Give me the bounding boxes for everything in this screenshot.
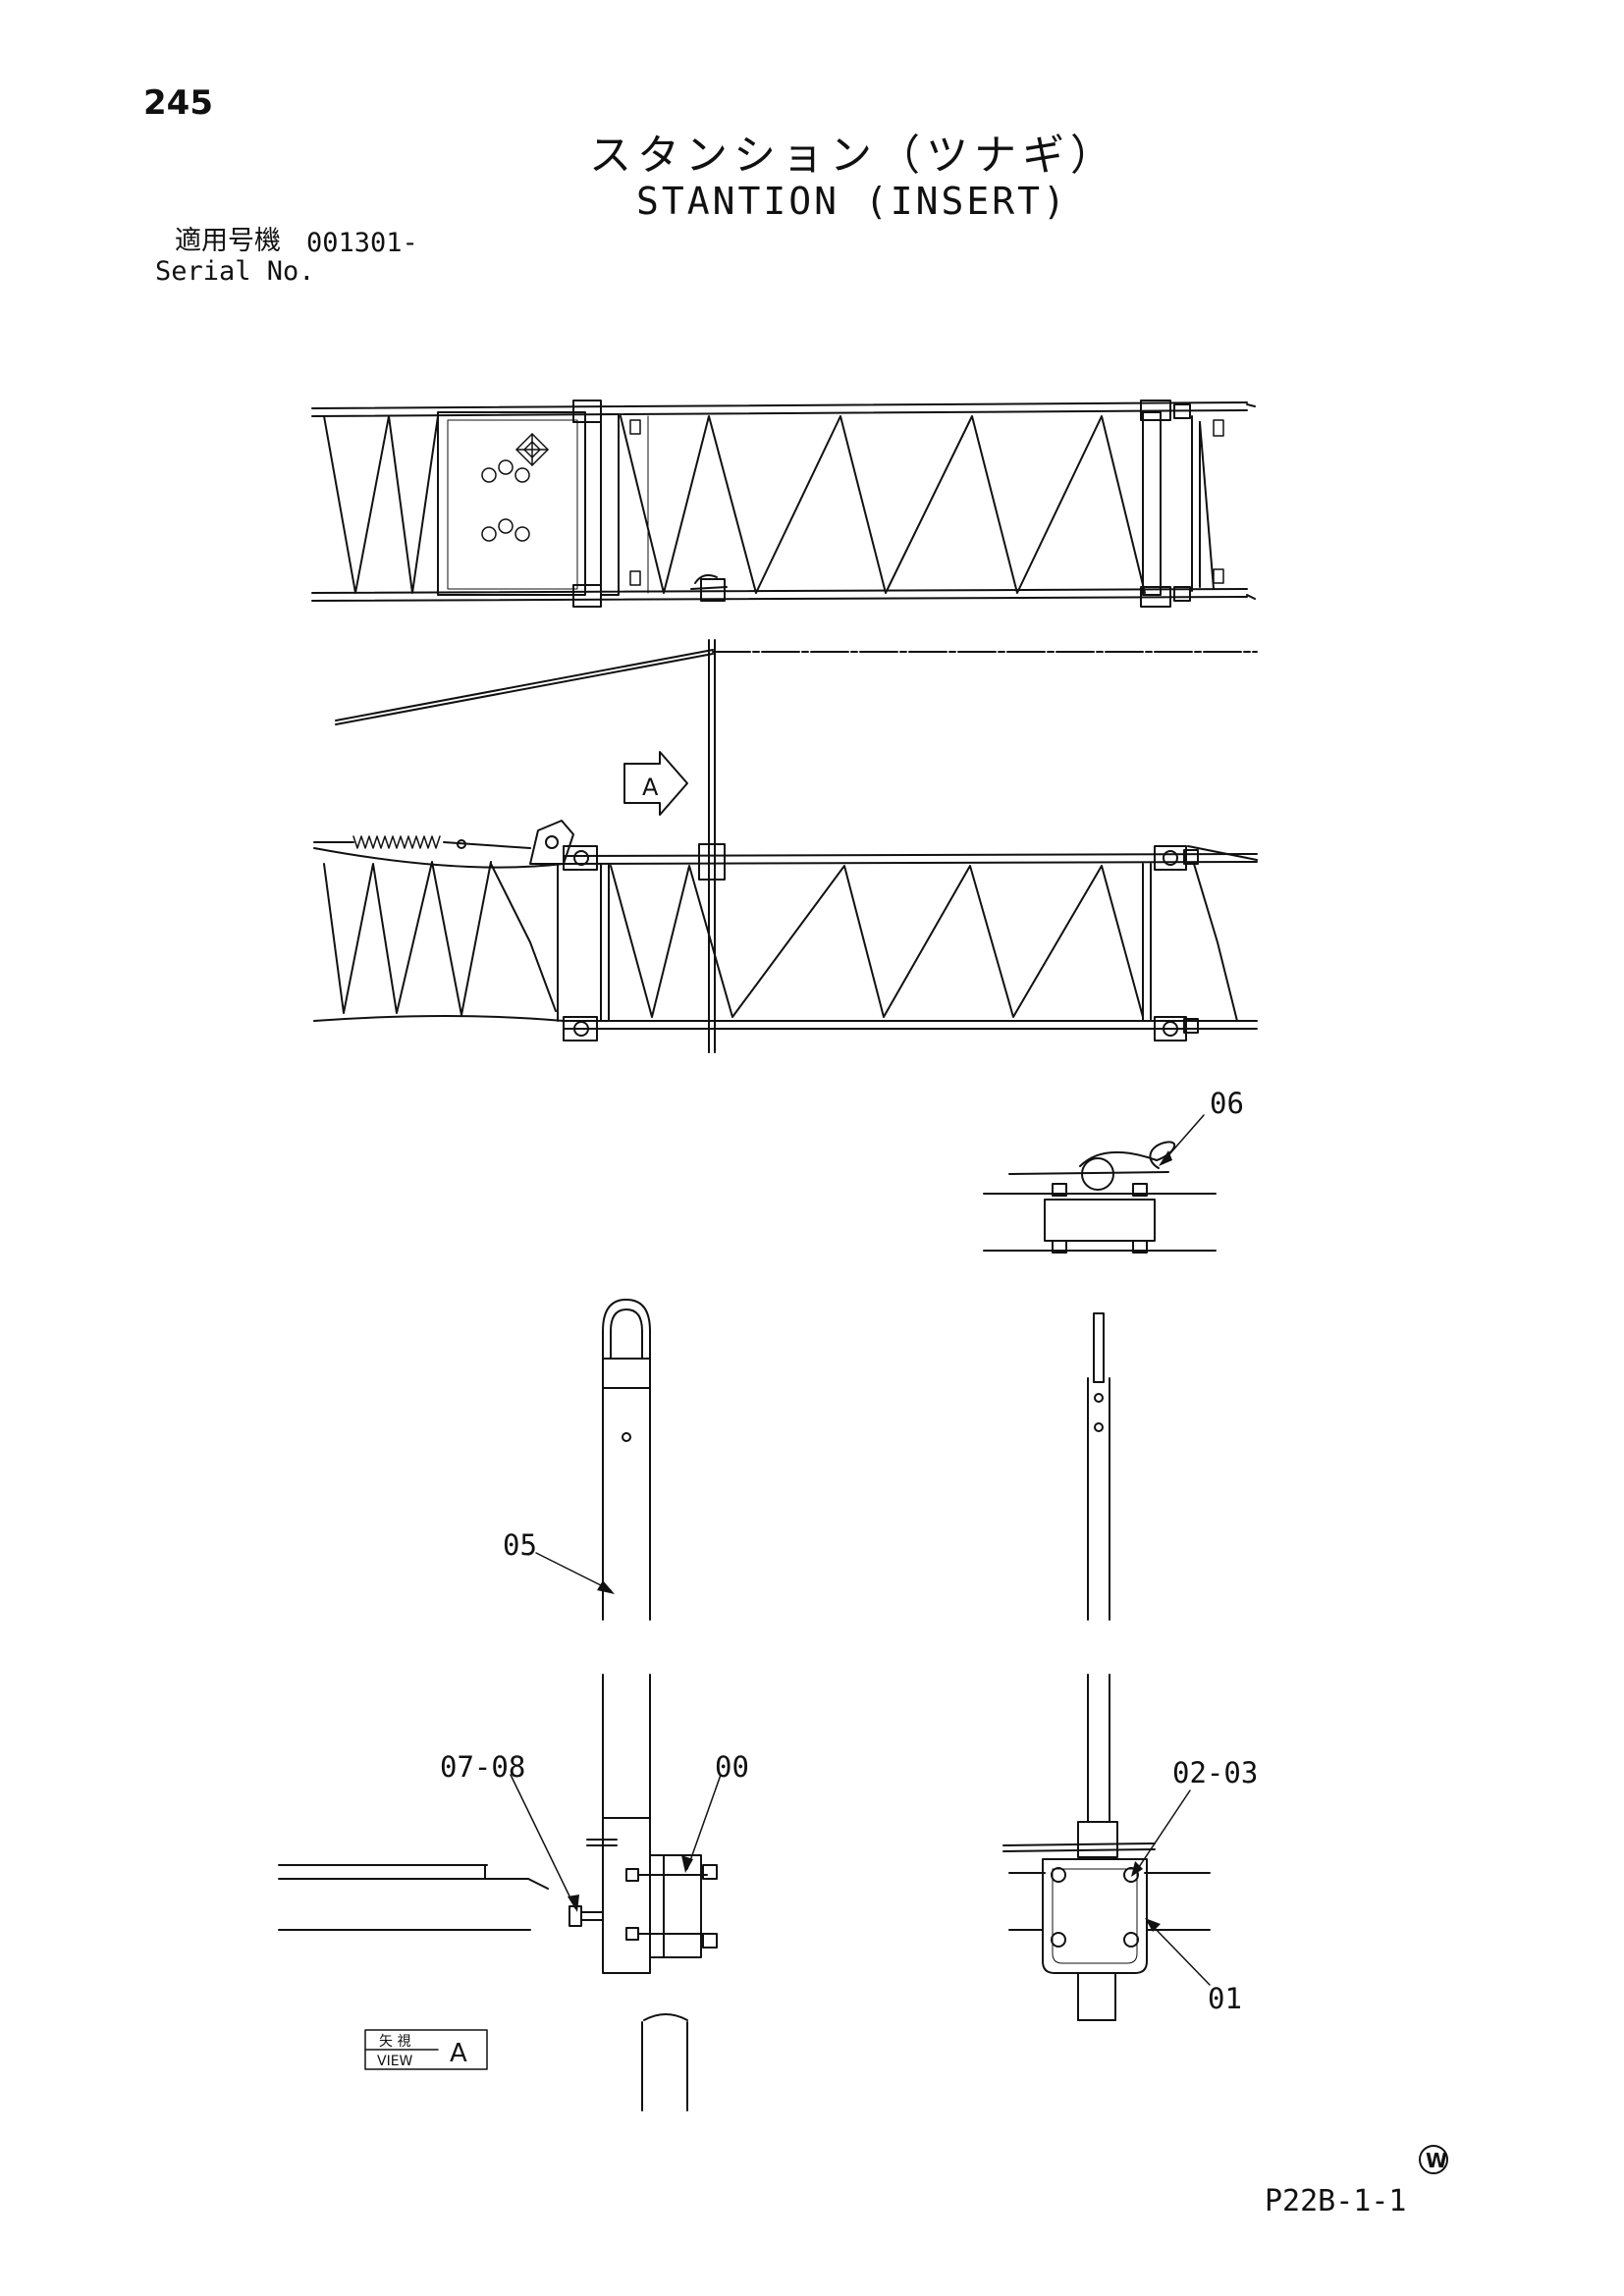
arrow-a-letter: A xyxy=(642,774,659,801)
serial-label-japanese: 適用号機 xyxy=(175,226,281,256)
detail-pin-06 xyxy=(983,1114,1217,1254)
detail-side-view xyxy=(1002,1312,1211,2021)
drawing-code: P22B-1-1 xyxy=(1265,2184,1407,2218)
view-box-en: VIEW xyxy=(377,2054,413,2069)
title-english: STANTION (INSERT) xyxy=(636,180,1068,223)
boom-side-view xyxy=(313,639,1258,1053)
callout-06: 06 xyxy=(1210,1087,1244,1120)
boom-top-view xyxy=(311,400,1256,608)
callout-02-03: 02-03 xyxy=(1172,1756,1258,1789)
serial-range: 001301- xyxy=(306,228,418,258)
view-box-letter: A xyxy=(450,2039,467,2068)
title-japanese: スタンション（ツナギ） xyxy=(589,132,1118,181)
callout-00: 00 xyxy=(715,1750,749,1784)
callout-05: 05 xyxy=(503,1528,537,1562)
view-a-box xyxy=(364,2029,488,2070)
callout-01: 01 xyxy=(1208,1982,1242,2015)
view-box-jp: 矢 視 xyxy=(379,2034,410,2050)
serial-label-english: Serial No. xyxy=(155,256,315,287)
page-number: 245 xyxy=(143,83,213,123)
w-mark-circle xyxy=(1419,2145,1448,2174)
callout-07-08: 07-08 xyxy=(440,1750,525,1784)
w-mark-letter: W xyxy=(1426,2149,1447,2172)
detail-view-a xyxy=(278,1299,722,2111)
